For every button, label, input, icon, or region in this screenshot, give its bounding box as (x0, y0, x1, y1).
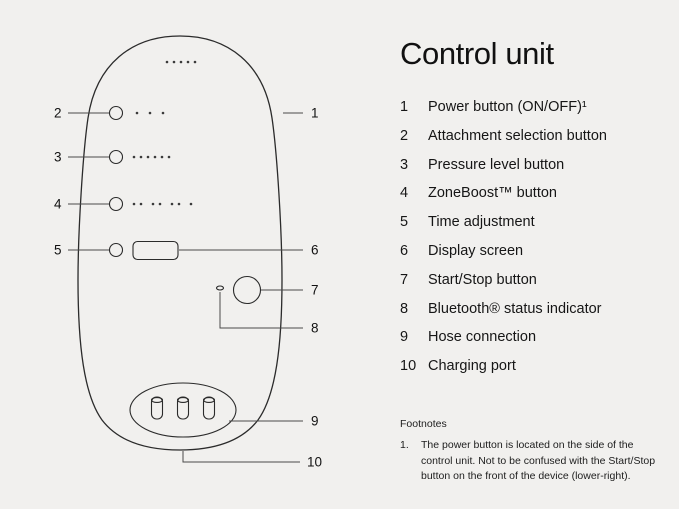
device-illustration: 1 2 3 4 5 6 7 8 9 10 (54, 35, 322, 470)
hose-prong (150, 396, 164, 420)
legend-item-label: Attachment selection button (428, 127, 607, 144)
device-outline (77, 35, 283, 451)
callout-6: 6 (311, 243, 319, 258)
legend-item: 5 Time adjustment (400, 214, 670, 243)
legend-item: 7 Start/Stop button (400, 272, 670, 301)
callout-1: 1 (311, 106, 319, 121)
legend-item-label: Charging port (428, 358, 516, 375)
legend-item-number: 4 (400, 185, 409, 202)
legend-item-number: 3 (400, 156, 409, 173)
legend-item: 1 Power button (ON/OFF)¹ (400, 99, 670, 128)
footnotes-heading: Footnotes (400, 418, 447, 430)
display-screen (132, 240, 179, 261)
legend-item-number: 10 (400, 358, 417, 375)
zoneboost-button (108, 196, 193, 212)
legend-item-label: ZoneBoost™ button (428, 185, 557, 202)
legend-item: 10 Charging port (400, 358, 670, 387)
time-adjustment-button (108, 242, 124, 258)
legend-item: 4 ZoneBoost™ button (400, 185, 670, 214)
callout-lines (68, 112, 303, 463)
legend-item-number: 5 (400, 214, 409, 231)
top-vent-dots (165, 60, 197, 64)
callout-8: 8 (311, 321, 319, 336)
legend-item: 3 Pressure level button (400, 157, 670, 186)
pressure-level-button (108, 149, 171, 165)
legend-item-number: 9 (400, 329, 409, 346)
footnote-number: 1. (400, 438, 409, 451)
legend-item: 6 Display screen (400, 243, 670, 272)
legend-item-number: 8 (400, 300, 409, 317)
callout-2: 2 (54, 106, 62, 121)
legend-item: 9 Hose connection (400, 329, 670, 358)
page-title: Control unit (400, 36, 554, 71)
legend-item-label: Bluetooth® status indicator (428, 300, 602, 317)
bluetooth-status-indicator (215, 285, 225, 291)
hose-prong (176, 396, 190, 420)
legend-item-number: 7 (400, 271, 409, 288)
hose-connection (129, 382, 237, 438)
hose-prong (202, 396, 216, 420)
callout-7: 7 (311, 283, 319, 298)
callout-10: 10 (307, 455, 322, 470)
start-stop-button (232, 275, 262, 305)
callout-9: 9 (311, 414, 319, 429)
legend-item-number: 6 (400, 242, 409, 259)
legend-item-label: Time adjustment (428, 214, 535, 231)
legend-item: 8 Bluetooth® status indicator (400, 301, 670, 330)
footnotes-section: Footnotes 1. The power button is located… (400, 417, 662, 485)
legend-item: 2 Attachment selection button (400, 128, 670, 157)
callout-3: 3 (54, 150, 62, 165)
footnote-item: 1. The power button is located on the si… (400, 438, 662, 485)
legend-item-label: Hose connection (428, 329, 537, 346)
legend-list: 1 Power button (ON/OFF)¹ 2 Attachment se… (400, 99, 670, 387)
legend-item-number: 1 (400, 99, 409, 115)
legend-item-label: Power button (ON/OFF)¹ (428, 99, 587, 115)
attachment-selection-button (108, 105, 165, 121)
legend-item-label: Display screen (428, 242, 524, 259)
legend-item-label: Pressure level button (428, 156, 565, 173)
footnote-text: The power button is located on the side … (421, 438, 656, 483)
callout-5: 5 (54, 243, 62, 258)
legend-item-number: 2 (400, 127, 409, 144)
callout-4: 4 (54, 197, 62, 212)
legend-item-label: Start/Stop button (428, 271, 537, 288)
